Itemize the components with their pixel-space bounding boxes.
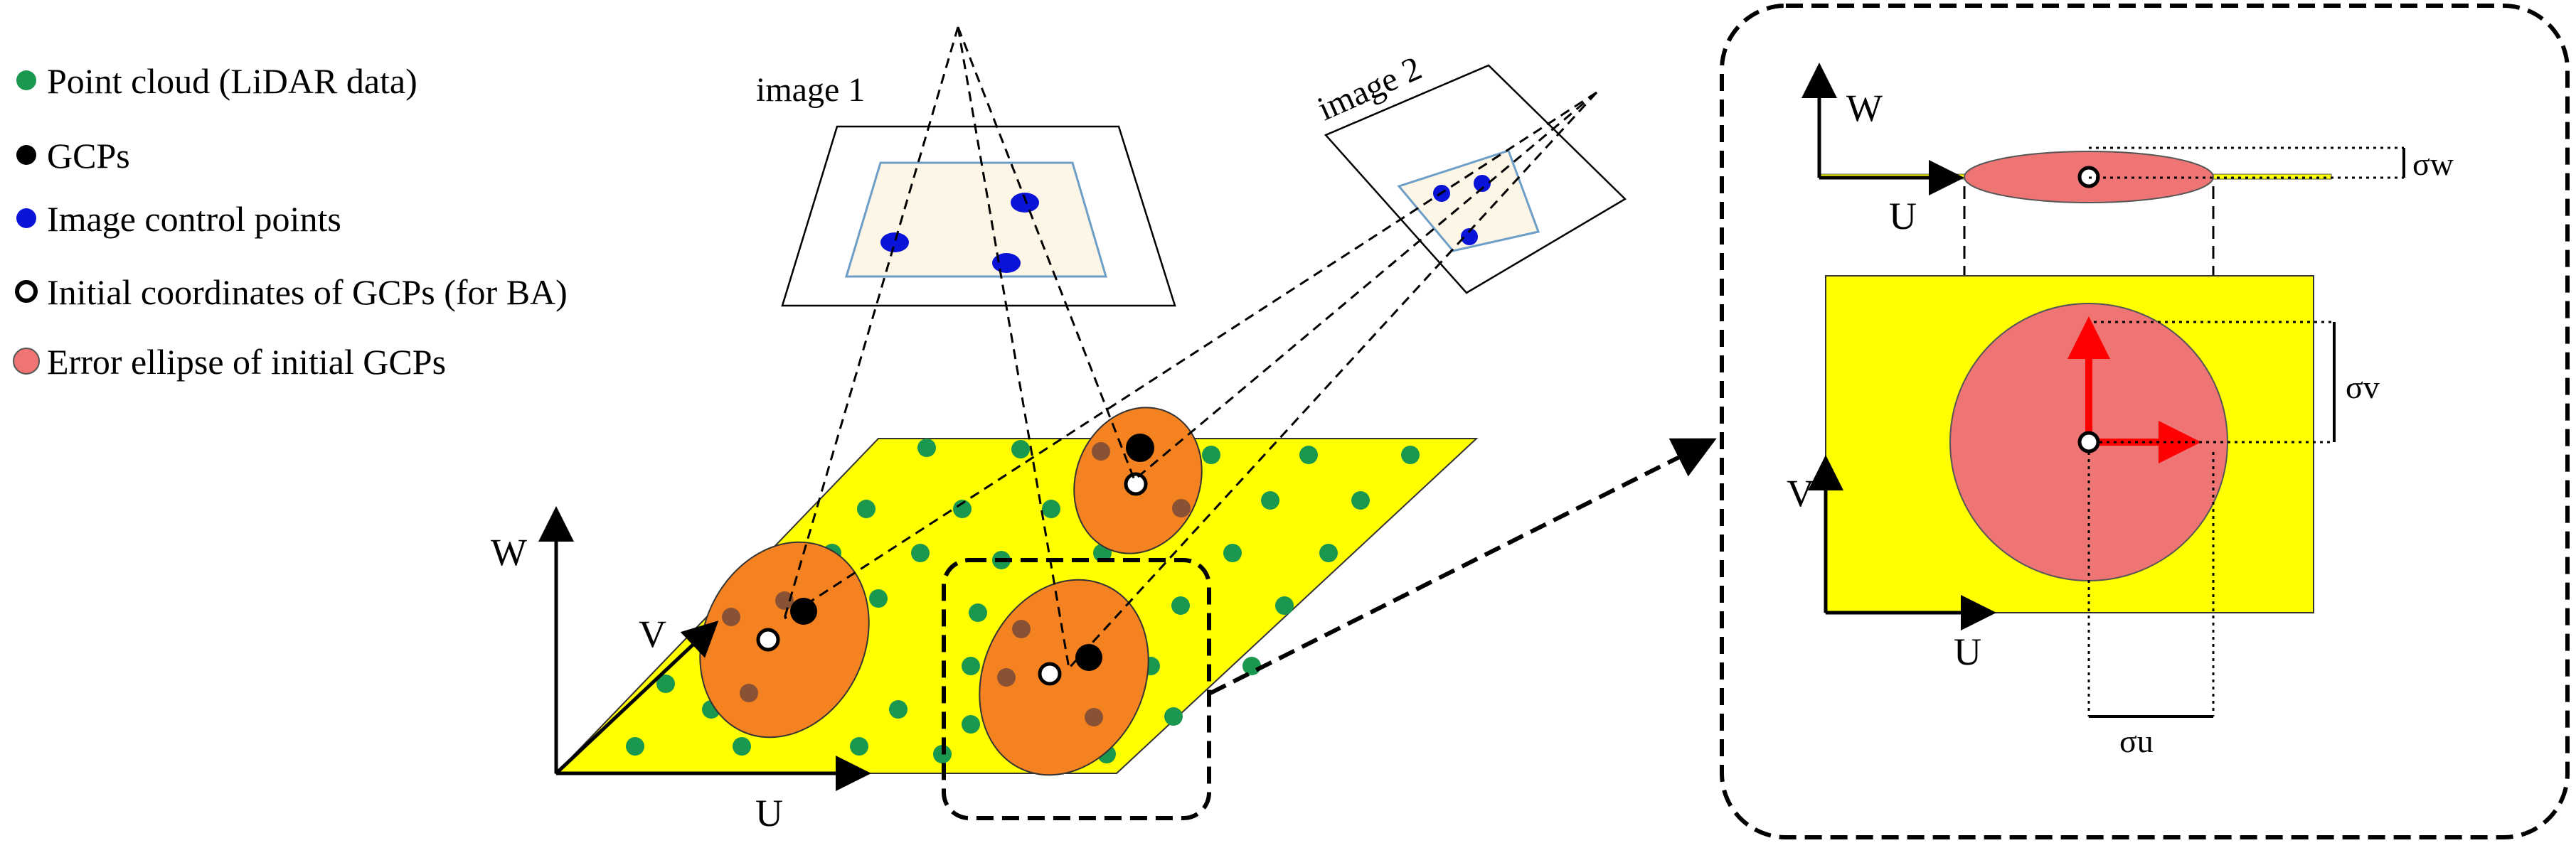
profile-view: W U σw (1801, 63, 2454, 237)
initial-gcp-ring (1038, 662, 1062, 686)
main-scene: W V U image 1 image 2 (491, 26, 1717, 834)
sigma-u-label: σu (2119, 723, 2154, 759)
w-axis-label: W (491, 531, 527, 574)
lidar-point (1242, 657, 1261, 675)
ellipse-point (997, 668, 1016, 687)
image-1-label: image 1 (756, 71, 865, 109)
lidar-point (1223, 544, 1242, 562)
black-dot-icon (16, 145, 36, 165)
lidar-point (962, 715, 980, 734)
lidar-point (1164, 707, 1183, 726)
initial-gcp-ring (1124, 472, 1148, 496)
gcp-black-dot (1075, 644, 1102, 671)
blue-dot-icon (16, 208, 36, 228)
lidar-point (857, 500, 875, 518)
zoom-connector-arrow (1209, 438, 1717, 695)
ellipse-point (740, 684, 758, 702)
lidar-point (1171, 596, 1190, 615)
gcp-black-dot (1126, 434, 1154, 462)
legend-label: Image control points (47, 199, 341, 239)
detail-panel: W U σw V U σv (1720, 4, 2570, 839)
initial-gcp-ring (756, 628, 780, 652)
image-point (880, 232, 909, 252)
v-axis (555, 621, 719, 775)
detail-panel-frame (1720, 4, 2570, 839)
lidar-point (917, 439, 936, 457)
image-1: image 1 (756, 71, 1176, 307)
lidar-point (869, 589, 888, 608)
gcp-black-dot (790, 598, 817, 625)
plan-v-label: V (1787, 472, 1814, 515)
lidar-point (1401, 446, 1420, 464)
sigma-w-label: σw (2412, 146, 2454, 182)
lidar-point (850, 737, 868, 756)
lidar-point (1042, 500, 1060, 518)
image-point (1461, 228, 1478, 245)
legend-item-initial-coordinates: Initial coordinates of GCPs (for BA) (15, 272, 568, 312)
lidar-point (1275, 596, 1294, 615)
lidar-point (953, 500, 972, 518)
lidar-point (1351, 491, 1370, 510)
plan-view: V U σv σu (1787, 275, 2380, 759)
legend-item-gcps: GCPs (16, 136, 130, 176)
lidar-point (1299, 446, 1318, 464)
profile-w-label: W (1846, 87, 1883, 129)
lidar-point (1011, 440, 1030, 458)
image-point (1474, 175, 1491, 192)
lidar-point (626, 737, 644, 756)
ellipse-point (1172, 499, 1191, 517)
image-2: image 2 (1312, 49, 1627, 294)
ellipse-point (1085, 708, 1103, 726)
image-point (1011, 193, 1039, 213)
ellipse-point (775, 591, 794, 610)
ellipse-point (1012, 620, 1031, 638)
lidar-point (911, 544, 930, 562)
legend-label: Error ellipse of initial GCPs (47, 342, 446, 382)
zoom-region-box (942, 558, 1211, 820)
lidar-point (733, 737, 751, 756)
ellipse-point (722, 608, 740, 626)
ellipse-point (1092, 442, 1110, 461)
image-1-footprint (844, 161, 1108, 278)
v-axis-label: V (639, 613, 666, 655)
plan-u-label: U (1954, 630, 1981, 673)
lidar-point (889, 700, 908, 719)
legend-item-image-control-points: Image control points (16, 199, 341, 239)
legend-item-error-ellipse: Error ellipse of initial GCPs (13, 342, 446, 382)
lidar-point (1319, 544, 1338, 562)
lidar-point (656, 675, 675, 693)
u-axis-label: U (755, 792, 783, 834)
legend-item-point-cloud: Point cloud (LiDAR data) (16, 61, 417, 101)
gcp-ellipse-top (1073, 407, 1203, 554)
legend-label: GCPs (47, 136, 130, 176)
lidar-point (962, 657, 980, 675)
image-point (992, 253, 1021, 273)
legend-label: Point cloud (LiDAR data) (47, 61, 417, 101)
main-axes: W V U (491, 506, 871, 834)
plan-initial-gcp-ring (2077, 431, 2100, 453)
white-ring-dot-icon (15, 280, 38, 303)
lidar-point (1202, 446, 1220, 464)
sigma-v-label: σv (2346, 369, 2380, 405)
lidar-point (969, 603, 987, 622)
legend-label: Initial coordinates of GCPs (for BA) (47, 272, 568, 312)
lidar-point (1261, 491, 1279, 510)
salmon-dot-icon (13, 348, 40, 375)
profile-u-label: U (1889, 195, 1917, 237)
point-cloud (626, 439, 1420, 763)
green-dot-icon (16, 70, 36, 90)
legend: Point cloud (LiDAR data) GCPs Image cont… (13, 61, 568, 382)
